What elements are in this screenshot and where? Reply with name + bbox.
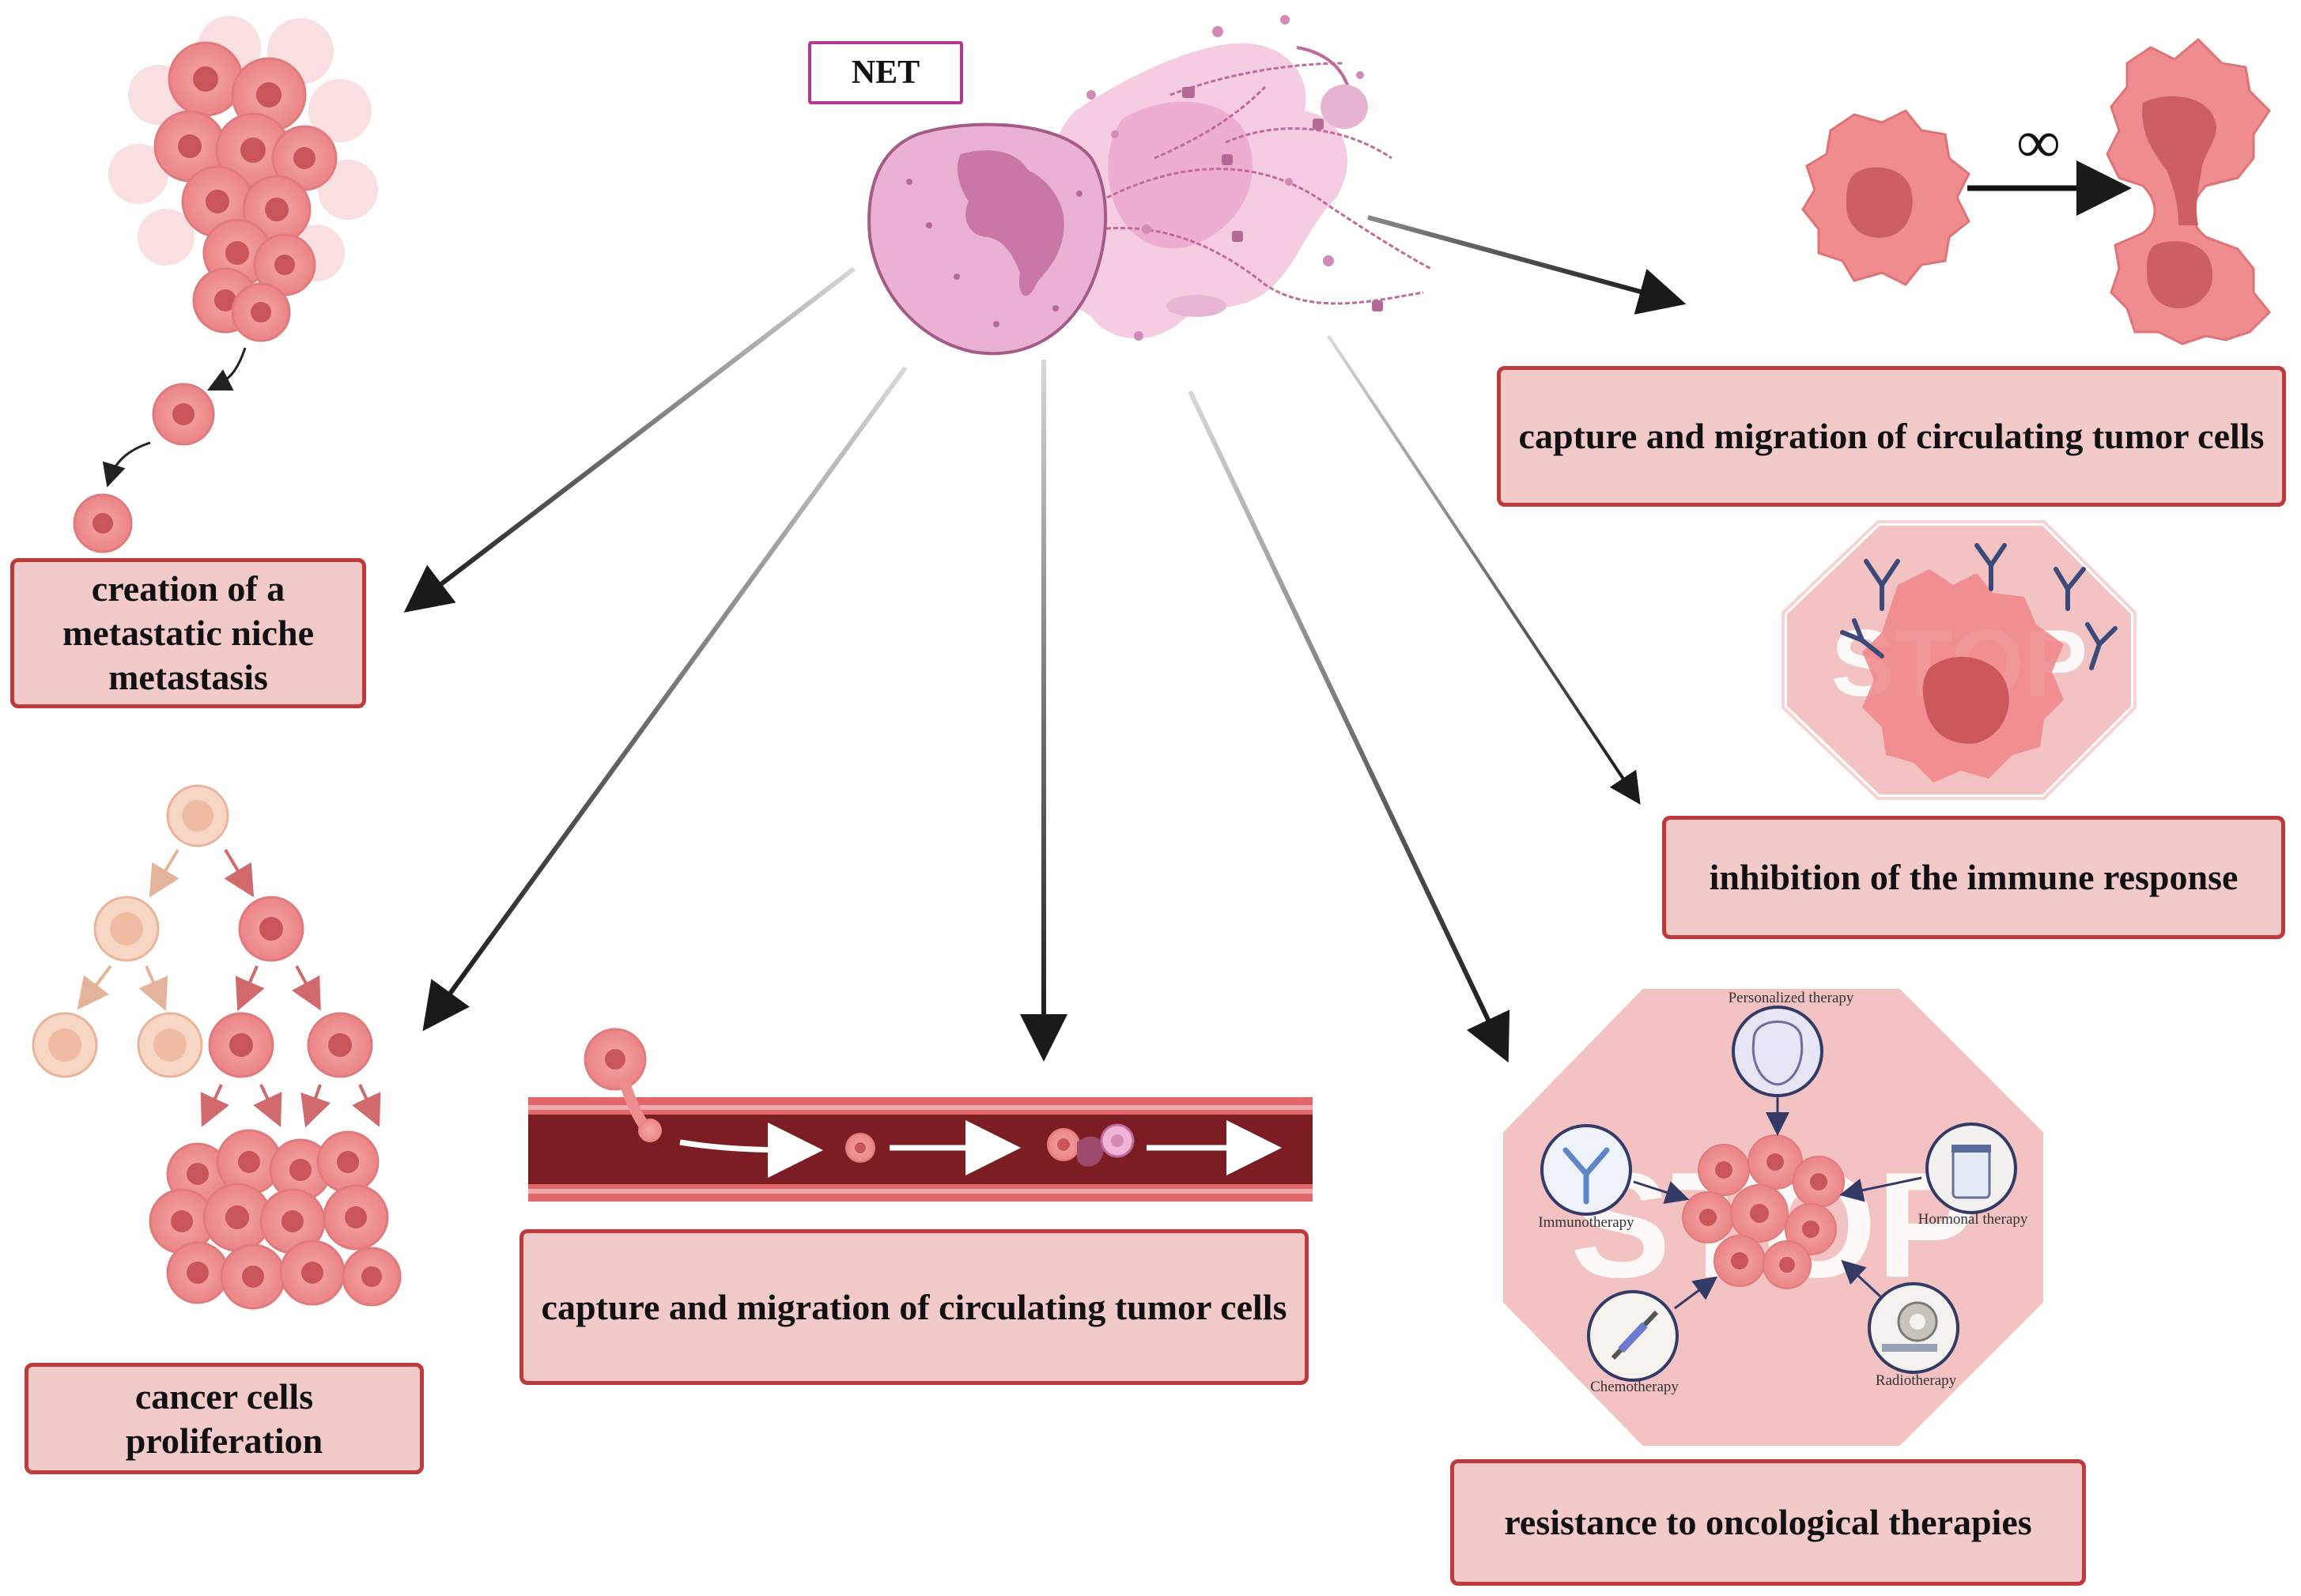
- resistance-box: resistance to oncological therapies: [1450, 1459, 2086, 1586]
- chemotherapy-label: Chemotherapy: [1590, 1379, 1679, 1395]
- capture-bottom-box: capture and migration of circulating tum…: [520, 1229, 1309, 1385]
- arrow-to-proliferation: [422, 366, 908, 1032]
- net-arrows: [403, 215, 1687, 1063]
- immune-stop-sign-icon: STOP: [1779, 518, 2139, 802]
- personalized-therapy-label: Personalized therapy: [1729, 990, 1854, 1006]
- proliferation-tree-icon: [32, 784, 402, 1310]
- immunotherapy-label: Immunotherapy: [1538, 1214, 1634, 1231]
- radiotherapy-label: Radiotherapy: [1876, 1372, 1957, 1389]
- hormonal-therapy-label: Hormonal therapy: [1918, 1211, 2028, 1228]
- arrow-to-immune: [1327, 334, 1641, 805]
- tumor-mass-icon: [1682, 1134, 1845, 1289]
- cell-division-icon: ∞: [1801, 37, 2272, 345]
- arrow-to-resistance: [1188, 390, 1510, 1063]
- blood-vessel-icon: [528, 1028, 1313, 1202]
- net-neutrophil-icon: [867, 15, 1432, 356]
- immune-box: inhibition of the immune response: [1662, 816, 2285, 939]
- proliferation-box: cancer cells proliferation: [25, 1363, 424, 1474]
- capture-top-box: capture and migration of circulating tum…: [1497, 366, 2286, 507]
- arrow-to-capture-top: [1367, 215, 1687, 315]
- net-label: NET: [808, 41, 963, 104]
- therapy-stop-sign-icon: STOP Personalized therapy Immunotherapy …: [1494, 979, 2053, 1455]
- arrow-to-metastasis: [403, 266, 856, 613]
- metastasis-cluster-icon: [73, 16, 378, 553]
- personalized-therapy-icon: [1732, 1006, 1823, 1097]
- division-symbol: ∞: [2017, 109, 2060, 175]
- metastasis-box: creation of a metastatic niche metastasi…: [10, 558, 366, 708]
